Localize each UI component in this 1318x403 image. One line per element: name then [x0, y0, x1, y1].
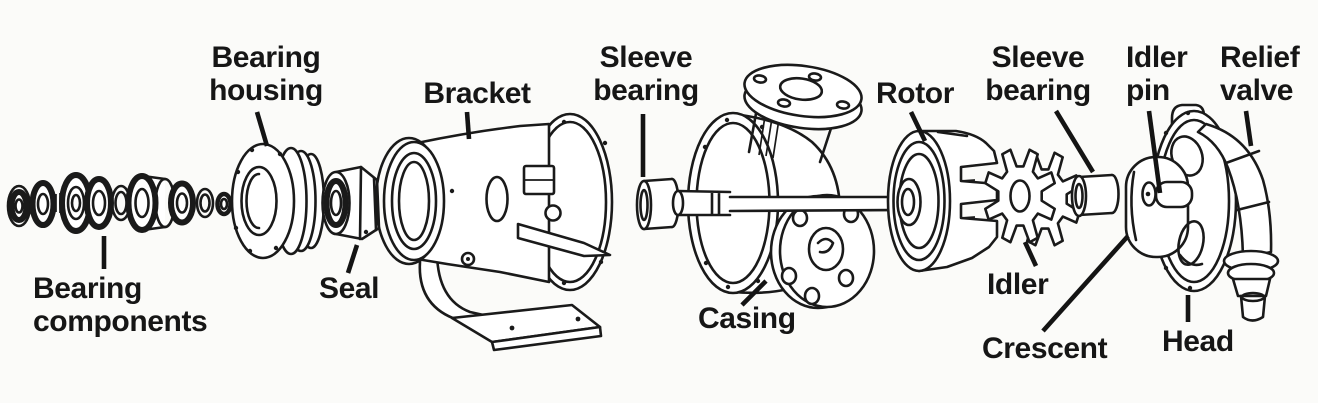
label-bearing-housing: Bearing housing: [209, 41, 323, 107]
leader-idler: [1022, 241, 1039, 267]
label-seal: Seal: [319, 272, 380, 305]
label-sleeve-bearing-right: Sleeve bearing: [985, 41, 1091, 107]
seal-part: [321, 165, 381, 241]
label-relief-valve: Relief valve: [1220, 41, 1300, 107]
label-sleeve-bearing-left: Sleeve bearing: [593, 41, 699, 107]
leader-sleeve-bearing-right: [1054, 109, 1095, 174]
leader-bracket: [464, 111, 472, 140]
label-casing: Casing: [698, 302, 796, 335]
leader-relief-valve: [1243, 110, 1254, 147]
leader-crescent: [1041, 234, 1130, 333]
label-idler-pin: Idler pin: [1126, 41, 1188, 107]
label-bearing-components: Bearing components: [33, 272, 208, 338]
leader-lines: [101, 109, 1254, 333]
leader-bearing-housing: [254, 111, 270, 147]
label-idler: Idler: [987, 268, 1049, 301]
idler-pin-part: [1141, 181, 1157, 207]
bracket-part: [374, 112, 614, 352]
leader-idler-pin: [1146, 110, 1163, 194]
label-head: Head: [1162, 325, 1234, 358]
bearing-housing-part: [230, 142, 326, 260]
relief-valve-part: [1196, 122, 1280, 322]
sleeve-bearing-right-part: [1070, 173, 1120, 218]
shaft-part: [671, 189, 907, 217]
bearing-components-part: [6, 172, 233, 234]
label-crescent: Crescent: [982, 332, 1108, 365]
label-rotor: Rotor: [876, 77, 954, 110]
leader-casing: [740, 279, 768, 307]
leader-seal: [345, 244, 360, 274]
idler-part: [984, 148, 1081, 247]
label-bracket: Bracket: [423, 77, 531, 110]
leader-rotor: [908, 111, 928, 142]
rotor-part: [886, 129, 999, 273]
